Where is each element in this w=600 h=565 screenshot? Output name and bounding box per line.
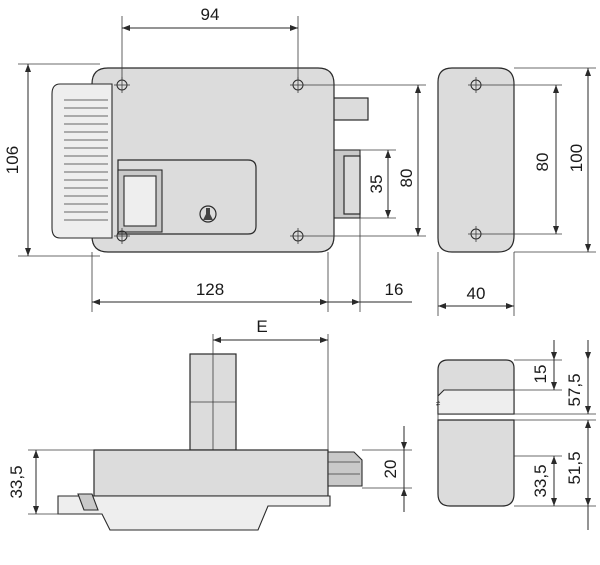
front-handle-inner xyxy=(123,175,157,227)
dim-80-front-label: 80 xyxy=(397,169,416,188)
dim-40-label: 40 xyxy=(467,284,486,303)
bottom-lock-base xyxy=(93,449,329,497)
dim-15-label: 15 xyxy=(531,365,550,384)
bottom-handle xyxy=(77,493,99,511)
dim-20: 20 xyxy=(362,426,412,512)
dim-106-label: 106 xyxy=(3,146,22,174)
dim-94: 94 xyxy=(121,5,299,80)
front-view: 94 106 128 16 xyxy=(3,5,426,312)
keyhole-icon xyxy=(203,208,213,220)
end-view: ≠ 15 57,5 33,5 51,5 xyxy=(436,340,596,530)
dim-33-5-left: 33,5 xyxy=(7,449,94,515)
dim-80-side-label: 80 xyxy=(533,153,552,172)
dim-57-5-label: 57,5 xyxy=(565,373,584,406)
dim-128: 128 xyxy=(91,218,361,312)
dim-16-label: 16 xyxy=(385,280,404,299)
dim-128-label: 128 xyxy=(196,280,224,299)
bottom-view: E 33,5 20 xyxy=(7,317,412,531)
bottom-bolt-side xyxy=(327,451,363,487)
dim-106: 106 xyxy=(3,63,100,257)
front-latch-top xyxy=(329,97,369,121)
front-bolt-inner xyxy=(343,155,361,215)
dim-80-front: 80 xyxy=(306,84,426,237)
front-vent-cover xyxy=(51,83,113,239)
dim-33-5-right: 33,5 xyxy=(514,455,596,507)
dim-100-label: 100 xyxy=(567,144,586,172)
dim-15: 15 xyxy=(514,340,562,391)
dim-100: 100 xyxy=(514,67,596,253)
side-lock-body xyxy=(437,67,515,253)
side-screw-holes xyxy=(468,77,484,242)
dim-57-5: 57,5 xyxy=(514,340,596,415)
bottom-plate xyxy=(57,495,331,531)
dim-80-side: 80 xyxy=(484,84,562,235)
dim-e-label: E xyxy=(256,317,267,336)
dim-33-5-right-label: 33,5 xyxy=(531,464,550,497)
dim-e: E xyxy=(213,317,329,450)
side-view: 80 100 40 xyxy=(437,67,596,316)
front-vent-slots xyxy=(64,99,108,221)
dim-51-5: 51,5 xyxy=(514,419,596,530)
dim-33-5-left-label: 33,5 xyxy=(7,465,26,498)
dim-16: 16 xyxy=(328,280,412,305)
dim-20-label: 20 xyxy=(381,460,400,479)
dim-35-label: 35 xyxy=(367,175,386,194)
end-lower-block xyxy=(437,419,515,507)
dim-35: 35 xyxy=(360,149,396,219)
dim-94-label: 94 xyxy=(201,5,220,24)
dim-51-5-label: 51,5 xyxy=(565,451,584,484)
dim-40: 40 xyxy=(437,252,515,316)
svg-text:≠: ≠ xyxy=(436,399,441,408)
